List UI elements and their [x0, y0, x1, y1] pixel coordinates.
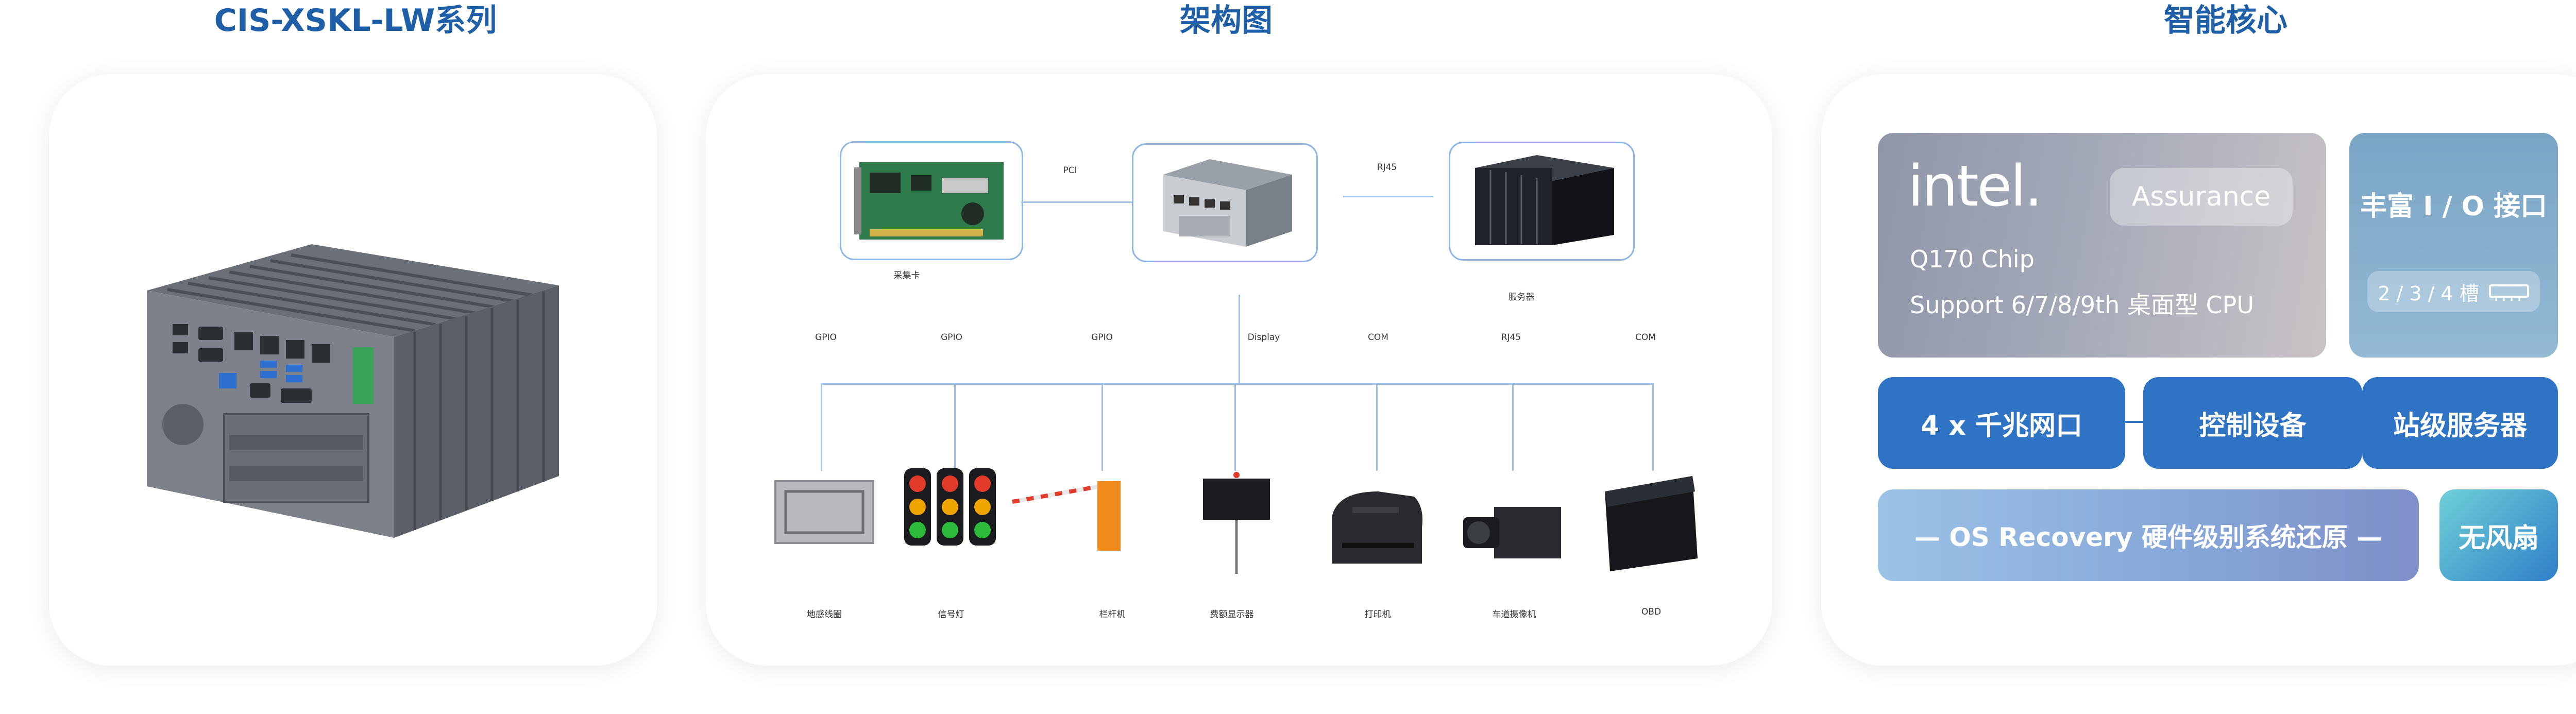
drop-line-5 [1376, 383, 1378, 471]
capture-card-label: 采集卡 [893, 270, 920, 281]
fanless-tile: 无风扇 [2439, 489, 2558, 581]
slot-badge: 2 / 3 / 4 槽 [2367, 271, 2540, 312]
server-node [1449, 142, 1635, 261]
printer-icon [1332, 491, 1422, 564]
industrial-pc-icon [1163, 159, 1292, 247]
drop-line-6 [1512, 383, 1514, 471]
interface-label-5: COM [1368, 332, 1388, 343]
server-label: 服务器 [1508, 292, 1535, 302]
station-server-tile: 站级服务器 [2362, 377, 2558, 469]
gigabit-lan-label: 4 x 千兆网口 [1921, 410, 2082, 441]
cpu-support-text: Support 6/7/8/9th 桌面型 CPU [1910, 291, 2254, 319]
traffic-light-icon [904, 468, 996, 546]
io-tile: 丰富 I / O 接口 2 / 3 / 4 槽 [2349, 133, 2558, 358]
rj45-link-label: RJ45 [1377, 162, 1397, 173]
smart-core-title: 智能核心 [2164, 3, 2287, 39]
architecture-card: 采集卡 服务器 PCI RJ45 [706, 74, 1772, 666]
io-title: 丰富 I / O 接口 [2360, 191, 2547, 222]
smart-core-card: intel. Assurance Q170 Chip Support 6/7/8… [1821, 74, 2576, 666]
ground-loop-icon [774, 480, 874, 544]
interface-label-6: RJ45 [1501, 332, 1521, 343]
server-rack-icon [1475, 155, 1614, 245]
barrier-gate-icon [1012, 481, 1121, 551]
capture-card-icon [854, 162, 1004, 240]
device-label-7: OBD [1641, 607, 1662, 617]
interface-label-4: Display [1247, 332, 1280, 343]
device-label-5: 打印机 [1364, 609, 1391, 620]
assurance-label: Assurance [2131, 181, 2271, 212]
device-label-2: 信号灯 [938, 609, 964, 620]
industrial-pc-image [147, 244, 559, 538]
slot-label: 2 / 3 / 4 槽 [2378, 282, 2479, 305]
interface-label-7: COM [1635, 332, 1656, 343]
fanless-label: 无风扇 [2458, 522, 2539, 554]
device-label-1: 地感线圈 [807, 609, 842, 620]
control-device-label: 控制设备 [2199, 410, 2307, 441]
gigabit-lan-tile: 4 x 千兆网口 [1878, 377, 2125, 469]
assurance-badge: Assurance [2110, 168, 2293, 226]
cpu-tile: intel. Assurance Q170 Chip Support 6/7/8… [1878, 133, 2326, 358]
controller-node [1132, 143, 1318, 262]
drop-line-1 [821, 383, 822, 471]
architecture-title: 架构图 [1180, 3, 1273, 39]
lane-camera-icon [1463, 507, 1561, 558]
rj45-link-line [1343, 196, 1433, 197]
obd-device-icon [1605, 476, 1698, 571]
os-recovery-tile: — OS Recovery 硬件级别系统还原 — [1878, 489, 2419, 581]
interface-label-1: GPIO [815, 332, 837, 343]
bus-line [821, 383, 1654, 385]
capture-card-node [840, 141, 1023, 260]
product-series-title: CIS-XSKL-LW系列 [214, 3, 497, 39]
memory-slot-icon [2488, 284, 2529, 301]
chip-text: Q170 Chip [1910, 245, 2035, 273]
interface-label-3: GPIO [1091, 332, 1113, 343]
pci-link-label: PCI [1063, 165, 1077, 176]
drop-line-4 [1234, 383, 1236, 471]
station-server-label: 站级服务器 [2393, 410, 2527, 441]
device-label-3: 栏杆机 [1099, 609, 1126, 620]
device-label-4: 费额显示器 [1210, 609, 1254, 620]
os-recovery-label: — OS Recovery 硬件级别系统还原 — [1914, 522, 2383, 552]
intel-logo: intel. [1908, 153, 2043, 219]
pci-link-line [1021, 201, 1132, 203]
interface-label-2: GPIO [941, 332, 962, 343]
drop-line-7 [1652, 383, 1654, 471]
fee-display-icon [1203, 472, 1270, 574]
trunk-line [1239, 295, 1240, 385]
control-device-tile: 控制设备 [2143, 377, 2362, 469]
device-label-6: 车道摄像机 [1492, 609, 1536, 620]
drop-line-3 [1101, 383, 1103, 471]
drop-line-2 [954, 383, 956, 471]
product-card [49, 74, 657, 666]
